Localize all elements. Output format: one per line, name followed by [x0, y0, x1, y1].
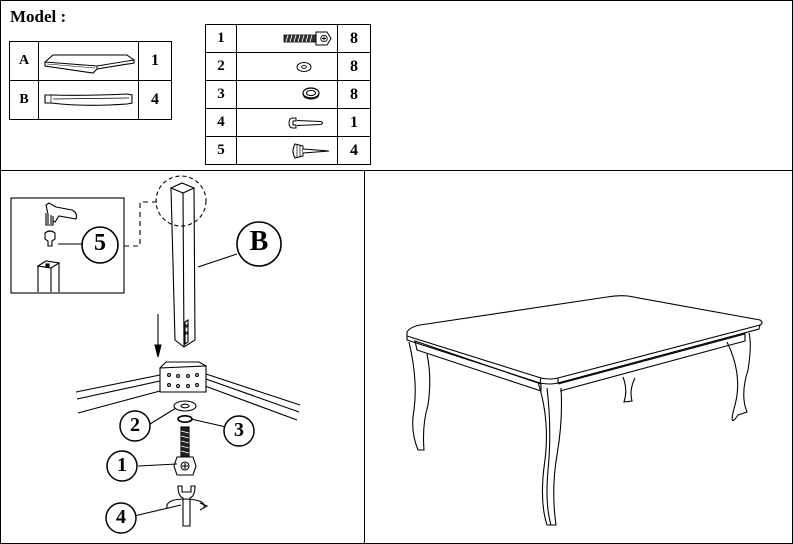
part-qty: 4 — [138, 80, 172, 120]
table-leg — [169, 182, 196, 348]
table-row: 1 8 — [205, 24, 371, 53]
apron-rails — [75, 373, 301, 421]
wrench-part — [166, 485, 209, 527]
callout-dowel-label: 5 — [94, 230, 106, 256]
bolt-icon — [236, 24, 338, 53]
table-top-icon — [38, 41, 139, 81]
bolt-part — [173, 426, 197, 476]
table-row: 5 4 — [205, 136, 371, 165]
dashed-connector — [124, 201, 157, 247]
corner-bracket — [159, 361, 207, 393]
hardware-table: 1 8 2 8 — [205, 24, 371, 165]
callout-lock-washer-label: 3 — [234, 419, 244, 441]
section-divider-vertical — [364, 170, 365, 544]
table-row: B 4 — [9, 80, 172, 120]
hammer-icon — [45, 202, 78, 226]
hardware-qty: 8 — [337, 52, 371, 81]
hardware-qty: 8 — [337, 80, 371, 109]
section-divider-horizontal — [0, 170, 793, 171]
part-id: B — [9, 80, 39, 120]
table-row: 3 8 — [205, 80, 371, 109]
hardware-qty: 4 — [337, 136, 371, 165]
callout-leg-label: B — [249, 226, 269, 257]
flat-washer-part — [173, 400, 197, 412]
hardware-id: 1 — [205, 24, 237, 53]
callout-bolt-label: 1 — [117, 454, 127, 476]
table-leg-icon — [38, 80, 139, 120]
lock-washer-icon — [236, 80, 338, 109]
callout-wrench-label: 4 — [116, 506, 126, 528]
model-title: Model : — [10, 7, 67, 26]
detail-circle — [155, 175, 207, 227]
hardware-id: 4 — [205, 108, 237, 137]
callout-washer-label: 2 — [130, 414, 140, 436]
part-qty: 1 — [138, 41, 172, 81]
dowel-pin-icon — [44, 230, 56, 247]
panel-parts-table: A 1 B 4 — [9, 41, 172, 120]
leg-top-icon — [36, 260, 61, 292]
table-row: A 1 — [9, 41, 172, 81]
table-row: 4 1 — [205, 108, 371, 137]
